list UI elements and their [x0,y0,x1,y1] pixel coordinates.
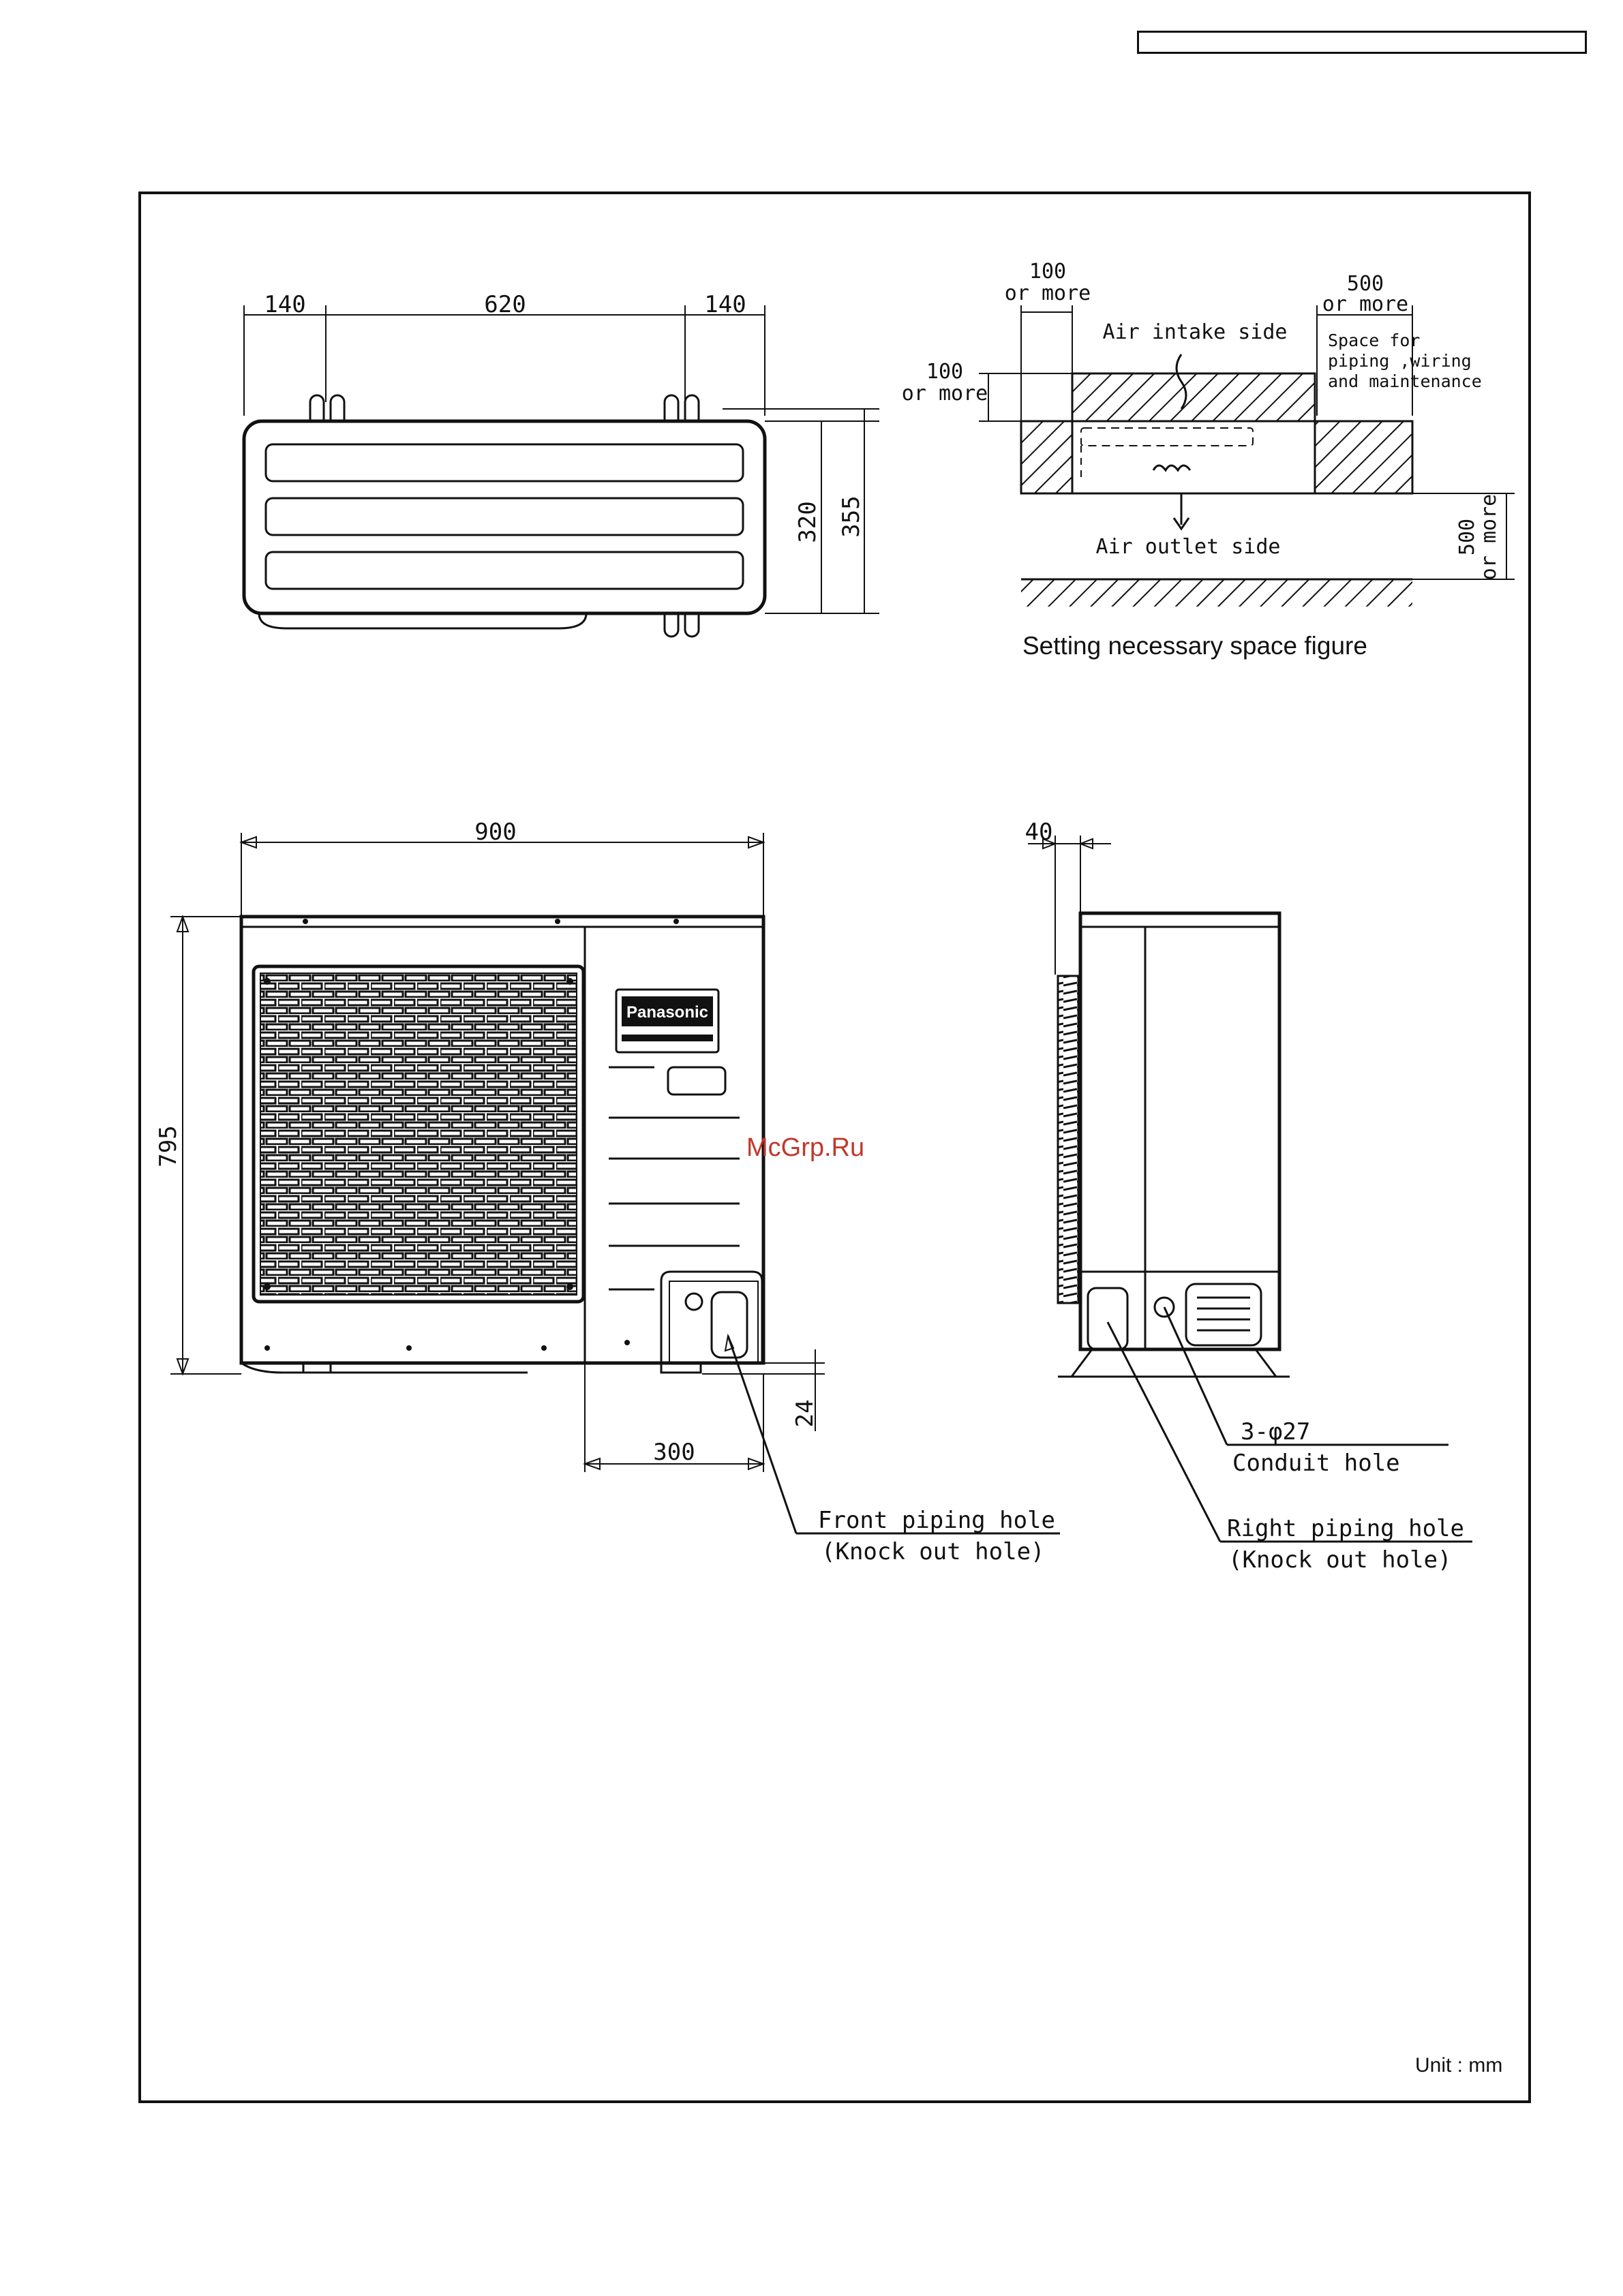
front-clearance-value: 500 [1455,519,1479,555]
rear-clearance-value: 100 [926,360,963,384]
front-dim-piping-offset: 300 [653,1439,695,1466]
top-dim-left: 140 [264,291,305,318]
right-clearance-suffix: or more [1322,292,1408,316]
top-dim-center: 620 [484,291,526,318]
front-view: 900 795 Panasonic [155,818,1060,1565]
right-note-line1: Space for [1328,331,1420,350]
right-note-line3: and maintenance [1328,371,1482,391]
front-hole-line1: Front piping hole [818,1507,1055,1534]
brand-label: Panasonic [626,1003,708,1022]
right-clearance-value: 500 [1347,272,1384,296]
top-dim-right: 140 [704,291,746,318]
front-dim-foot: 24 [791,1400,819,1428]
right-hole-line2: (Knock out hole) [1228,1546,1452,1574]
space-figure: 100 or more 500 or more Space for piping… [902,260,1515,660]
intake-label: Air intake side [1103,320,1288,344]
left-clearance-suffix: or more [1005,281,1091,305]
top-dim-depth-outer: 355 [838,495,865,537]
front-hole-line2: (Knock out hole) [821,1538,1045,1565]
side-view: 40 3-φ27 Conduit hole Right piping hole … [1025,818,1472,1574]
side-dim-grille: 40 [1025,818,1053,846]
front-dim-height: 795 [155,1125,182,1167]
conduit-line1: 3-φ27 [1241,1418,1310,1445]
top-dim-depth-inner: 320 [794,501,821,542]
watermark: McGrp.Ru [746,1133,864,1162]
front-clearance-suffix: or more [1477,494,1501,580]
top-view: 140 620 140 320 355 [242,291,879,638]
conduit-line2: Conduit hole [1232,1450,1400,1477]
header-box [1137,31,1587,54]
right-hole-line1: Right piping hole [1227,1515,1464,1542]
outlet-label: Air outlet side [1096,535,1281,559]
drawing-frame [138,192,1531,2103]
space-figure-caption: Setting necessary space figure [1022,632,1367,660]
right-note-line2: piping ,wiring [1328,351,1472,371]
left-clearance-value: 100 [1029,260,1066,284]
unit-note: Unit : mm [1415,2054,1502,2077]
rear-clearance-suffix: or more [902,382,988,405]
front-dim-width: 900 [474,818,516,846]
